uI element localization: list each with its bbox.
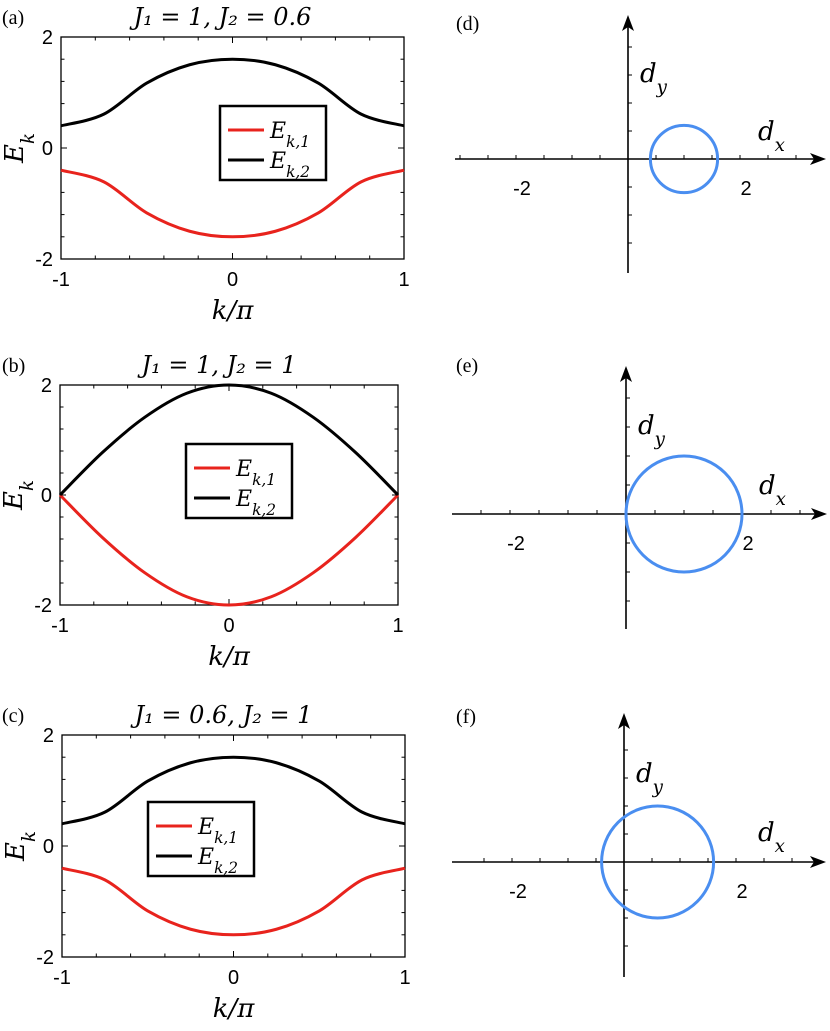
- band-panel-b: -2 0 2 -1 0 1 Ek,1Ek,2 J₁ = 1, J₂ = 1 (b) Ek k/π: [0, 351, 404, 672]
- legend: Ek,1Ek,2: [184, 442, 294, 520]
- legend: Ek,1Ek,2: [146, 800, 256, 878]
- dx-arrow-head: [810, 856, 826, 868]
- dx-tick-label: 2: [740, 178, 751, 200]
- dx-tick-label: -2: [513, 178, 531, 200]
- y-tick-label: 2: [41, 375, 52, 397]
- d-vector-circle: [600, 804, 716, 920]
- series-line-2: [61, 755, 406, 826]
- x-axis-label: k/π: [213, 994, 256, 1024]
- dx-tick-label: -2: [507, 533, 525, 555]
- dy-axis-label: dy: [636, 759, 664, 798]
- y-tick-label: 2: [42, 27, 53, 49]
- y-tick-label: -2: [35, 249, 53, 271]
- x-tick-label: -1: [52, 269, 70, 291]
- dx-arrow-head: [810, 153, 826, 165]
- dx-axis-label: dx: [759, 471, 786, 510]
- band-panel-a: -2 0 2 -1 0 1 Ek,1Ek,2 J₁ = 1, J₂ = 0.6 (a) Ek k/π: [0, 3, 410, 326]
- legend: Ek,1Ek,2: [218, 104, 328, 182]
- x-tick-label: 0: [228, 967, 239, 989]
- d-vector-panel-f: -2 2 dy dx (f): [452, 706, 826, 977]
- legend-label: Ek,2: [197, 845, 238, 877]
- y-tick-label: -2: [36, 947, 54, 969]
- y-axis-label: Ek: [0, 480, 38, 511]
- legend-box: [146, 800, 256, 878]
- x-axis-label: k/π: [212, 296, 255, 326]
- dy-arrow-head: [620, 366, 632, 382]
- panel-label: (d): [456, 13, 479, 35]
- dy-axis-label: dy: [640, 59, 668, 98]
- panel-label: (a): [2, 7, 24, 29]
- panel-label: (c): [2, 705, 24, 727]
- legend-label: Ek,2: [269, 149, 310, 181]
- x-tick-label: 0: [223, 615, 234, 637]
- d-vector-circle: [624, 454, 744, 574]
- panel-title: J₁ = 0.6, J₂ = 1: [130, 701, 313, 729]
- x-tick-label: 1: [399, 967, 410, 989]
- x-tick-label: 0: [227, 269, 238, 291]
- legend-box: [184, 442, 294, 520]
- series-line-1: [58, 493, 400, 607]
- panel-label: (e): [456, 355, 478, 377]
- legend-box: [218, 104, 328, 182]
- legend-label: Ek,1: [197, 815, 238, 847]
- x-tick-label: -1: [53, 967, 71, 989]
- x-tick-label: -1: [51, 615, 69, 637]
- dx-arrow-head: [811, 508, 827, 520]
- panel-label: (f): [456, 706, 476, 728]
- legend-label: Ek,1: [235, 457, 276, 489]
- dx-tick-label: 2: [736, 881, 747, 903]
- panel-label: (b): [2, 355, 25, 377]
- series-line-1: [60, 168, 405, 239]
- legend-label: Ek,1: [269, 119, 310, 151]
- y-axis-label: Ek: [1, 831, 40, 862]
- x-tick-label: 1: [398, 269, 409, 291]
- y-tick-label: 0: [41, 485, 52, 507]
- series-line-2: [58, 383, 400, 497]
- dx-tick-label: 2: [742, 533, 753, 555]
- x-tick-label: 1: [392, 615, 403, 637]
- x-axis-label: k/π: [208, 642, 251, 672]
- dx-axis-label: dx: [758, 818, 785, 857]
- dx-axis-label: dx: [758, 117, 785, 156]
- y-axis-label: Ek: [0, 133, 39, 164]
- band-panel-c: -2 0 2 -1 0 1 Ek,1Ek,2 J₁ = 0.6, J₂ = 1 (c) Ek k/π: [1, 701, 411, 1024]
- y-tick-label: 2: [43, 725, 54, 747]
- panel-title: J₁ = 1, J₂ = 0.6: [129, 3, 312, 31]
- d-vector-circle: [648, 123, 720, 195]
- d-vector-panel-e: -2 2 dy dx (e): [452, 355, 827, 629]
- panel-title: J₁ = 1, J₂ = 1: [136, 351, 296, 379]
- dx-tick-label: -2: [509, 881, 527, 903]
- dy-axis-label: dy: [638, 411, 666, 450]
- series-line-1: [61, 866, 406, 937]
- dy-arrow-head: [618, 713, 630, 729]
- series-line-2: [60, 57, 405, 128]
- d-vector-panel-d: -2 2 dy dx (d): [455, 13, 826, 273]
- dy-arrow-head: [622, 15, 634, 31]
- y-tick-label: 0: [42, 138, 53, 160]
- y-tick-label: -2: [34, 595, 52, 617]
- y-tick-label: 0: [43, 836, 54, 858]
- legend-label: Ek,2: [235, 487, 276, 519]
